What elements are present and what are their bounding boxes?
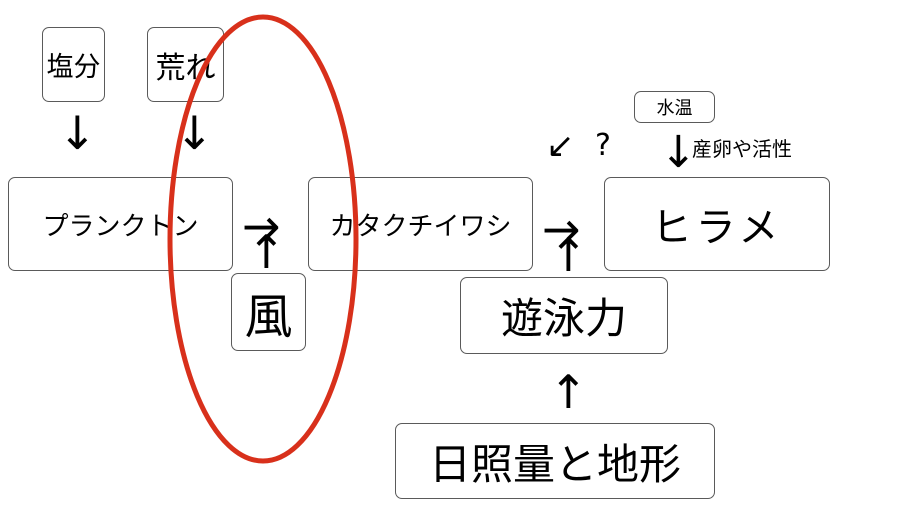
arrow-swimming-up: ↑ <box>549 228 588 282</box>
node-flounder-label: ヒラメ <box>651 205 783 251</box>
node-wind: 風 <box>231 273 306 351</box>
node-sunlight-terrain-label: 日照量と地形 <box>428 439 681 489</box>
node-sunlight-terrain: 日照量と地形 <box>395 423 715 499</box>
node-rough-sea: 荒れ <box>147 27 224 102</box>
arrow-diagonal-question: ↙ <box>546 126 575 166</box>
arrow-wind-up: ↑ <box>247 225 286 279</box>
node-plankton: プランクトン <box>8 177 233 271</box>
arrow-plankton-to-anchovy: → <box>242 199 281 253</box>
node-water-temp: 水温 <box>634 91 715 123</box>
node-salinity-label: 塩分 <box>46 52 101 83</box>
node-flounder: ヒラメ <box>604 177 830 271</box>
arrow-sunlight-up: ↑ <box>549 365 588 419</box>
arrow-anchovy-to-flounder: → <box>542 202 581 256</box>
spawning-activity-label: 産卵や活性 <box>692 137 792 161</box>
arrow-salinity-to-plankton: ↓ <box>58 106 97 160</box>
node-water-temp-label: 水温 <box>656 98 693 119</box>
node-wind-label: 風 <box>244 289 293 345</box>
node-swimming-label: 遊泳力 <box>500 294 627 343</box>
node-anchovy: カタクチイワシ <box>308 177 533 271</box>
arrow-watertemp-to-flounder: ↓ <box>660 127 697 178</box>
highlight-ellipse <box>167 14 359 464</box>
question-mark: ? <box>595 128 611 163</box>
node-anchovy-label: カタクチイワシ <box>329 211 512 242</box>
node-salinity: 塩分 <box>42 27 105 102</box>
node-swimming: 遊泳力 <box>460 277 668 354</box>
